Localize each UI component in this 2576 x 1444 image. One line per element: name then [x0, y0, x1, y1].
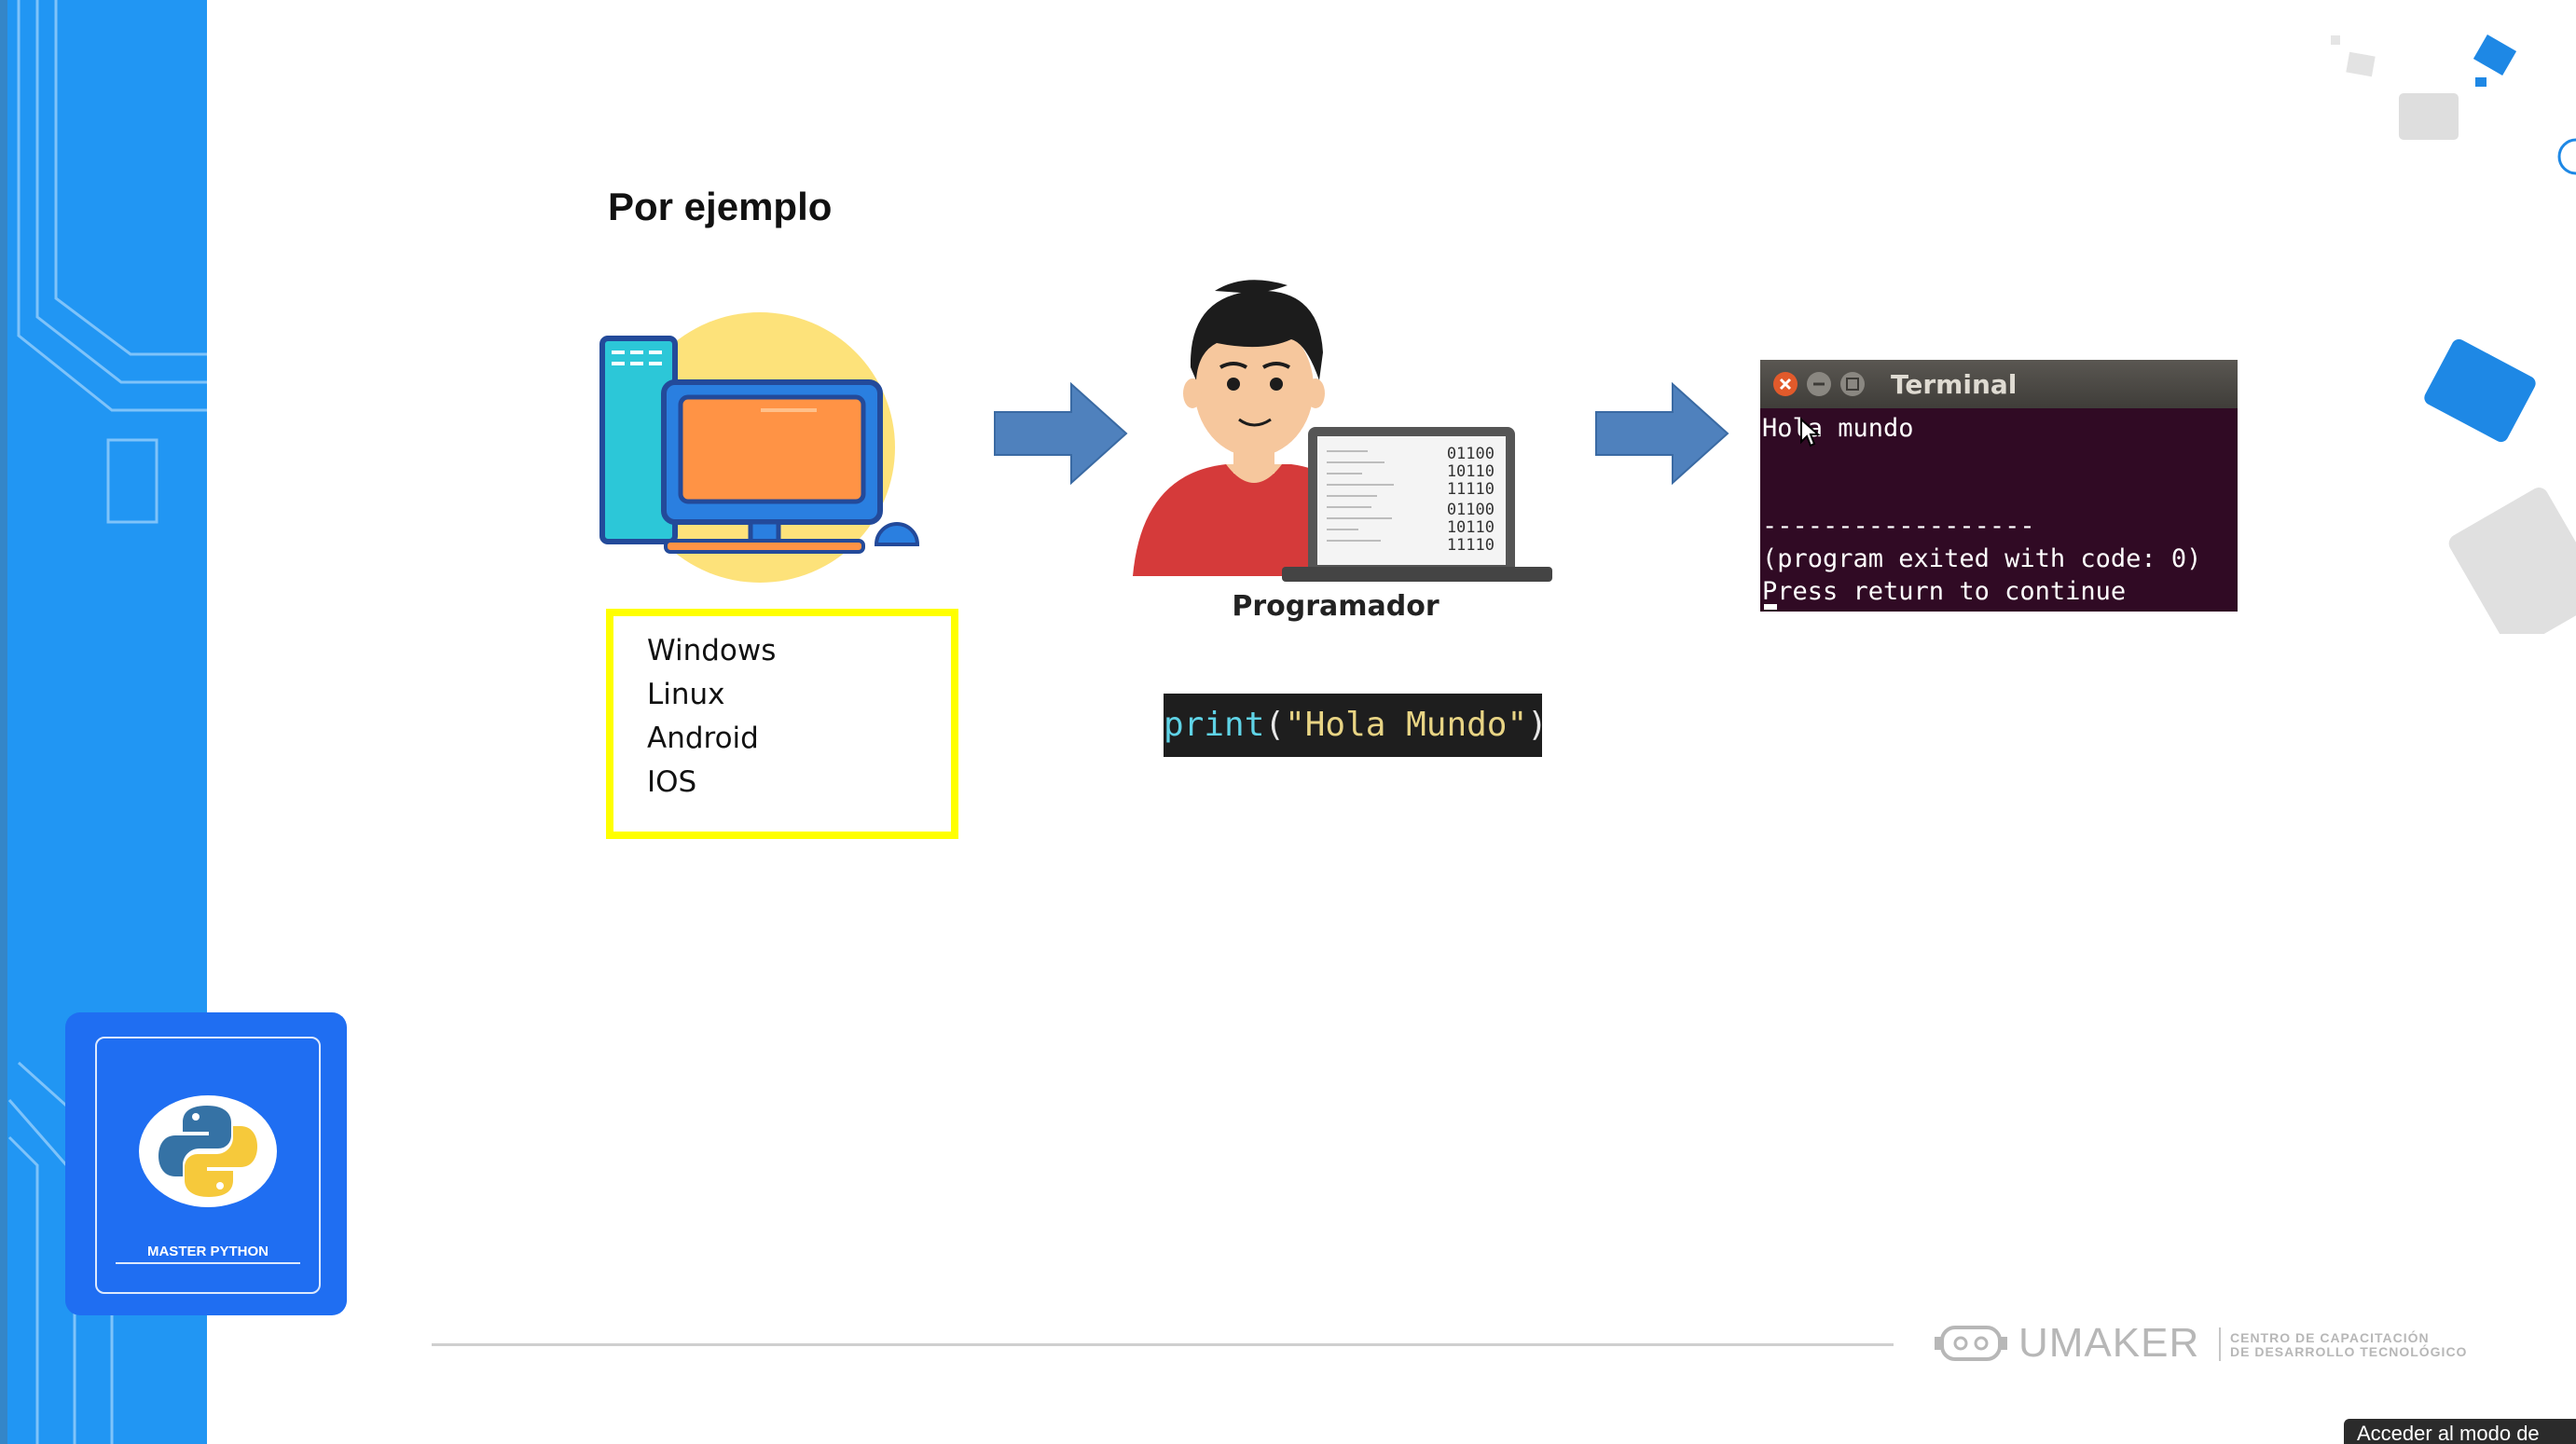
- code-close-paren: ): [1527, 706, 1542, 744]
- umaker-logo-icon: [1935, 1326, 2007, 1361]
- os-item-android: Android: [647, 722, 759, 755]
- terminal-title: Terminal: [1891, 369, 2018, 400]
- python-logo-icon: [139, 1095, 277, 1207]
- os-item-ios: IOS: [647, 765, 697, 799]
- brand-separator: [2219, 1327, 2221, 1361]
- brand-name: UMAKER: [2018, 1320, 2200, 1366]
- window-left-edge: [0, 0, 7, 1444]
- mouse-pointer-icon: [1800, 418, 1821, 447]
- laptop-binary-line: 11110: [1447, 480, 1495, 499]
- arrow-right-icon: [994, 382, 1128, 485]
- terminal-line: (program exited with code: 0): [1762, 544, 2202, 573]
- laptop-binary-line: 01100: [1447, 501, 1495, 519]
- computer-illustration: [599, 312, 920, 583]
- code-snippet: print("Hola Mundo"): [1164, 694, 1542, 757]
- slide-title: Por ejemplo: [608, 185, 833, 228]
- terminal-line: [1762, 445, 2236, 477]
- badge-underline: [116, 1262, 300, 1264]
- terminal-line: Hola mundo: [1762, 414, 1914, 443]
- terminal-window: Terminal Hola mundo ------------------ (…: [1760, 360, 2238, 612]
- laptop-binary-line: 10110: [1447, 518, 1495, 537]
- programmer-illustration: 01100 10110 11110 01100 10110 11110: [1133, 280, 1552, 582]
- master-python-badge: MASTER PYTHON: [65, 1012, 347, 1315]
- laptop-binary-line: 01100: [1447, 445, 1495, 463]
- programmer-label: Programador: [1232, 590, 1440, 623]
- terminal-line: Press return to continue: [1762, 577, 2127, 606]
- terminal-line: [1762, 477, 2236, 510]
- os-item-windows: Windows: [647, 634, 777, 667]
- code-function: print: [1164, 706, 1265, 744]
- badge-frame: MASTER PYTHON: [95, 1037, 321, 1294]
- brand-tagline-line-2: DE DESARROLLO TECNOLÓGICO: [2230, 1344, 2468, 1359]
- terminal-titlebar: Terminal: [1760, 360, 2238, 408]
- badge-label: MASTER PYTHON: [146, 1244, 269, 1259]
- os-list-box: Windows Linux Android IOS: [606, 609, 958, 839]
- laptop-binary-line: 10110: [1447, 462, 1495, 481]
- maximize-icon[interactable]: [1840, 372, 1865, 396]
- minimize-icon[interactable]: [1807, 372, 1831, 396]
- corner-shapes-decor: [2331, 34, 2576, 634]
- close-icon[interactable]: [1773, 372, 1798, 396]
- footer-divider: [432, 1343, 1894, 1346]
- terminal-line: ------------------: [1762, 512, 2035, 541]
- arrow-right-icon: [1595, 382, 1729, 485]
- code-open-paren: (: [1264, 706, 1286, 744]
- brand-tagline: CENTRO DE CAPACITACIÓN DE DESARROLLO TEC…: [2230, 1331, 2467, 1359]
- code-string: "Hola Mundo": [1285, 706, 1528, 744]
- laptop-binary-line: 11110: [1447, 536, 1495, 555]
- terminal-output[interactable]: Hola mundo ------------------ (program e…: [1762, 412, 2236, 608]
- terminal-cursor: [1764, 604, 1777, 610]
- brand-tagline-line-1: CENTRO DE CAPACITACIÓN: [2230, 1330, 2430, 1345]
- os-item-linux: Linux: [647, 678, 725, 711]
- fullscreen-tooltip[interactable]: Acceder al modo de: [2344, 1419, 2576, 1444]
